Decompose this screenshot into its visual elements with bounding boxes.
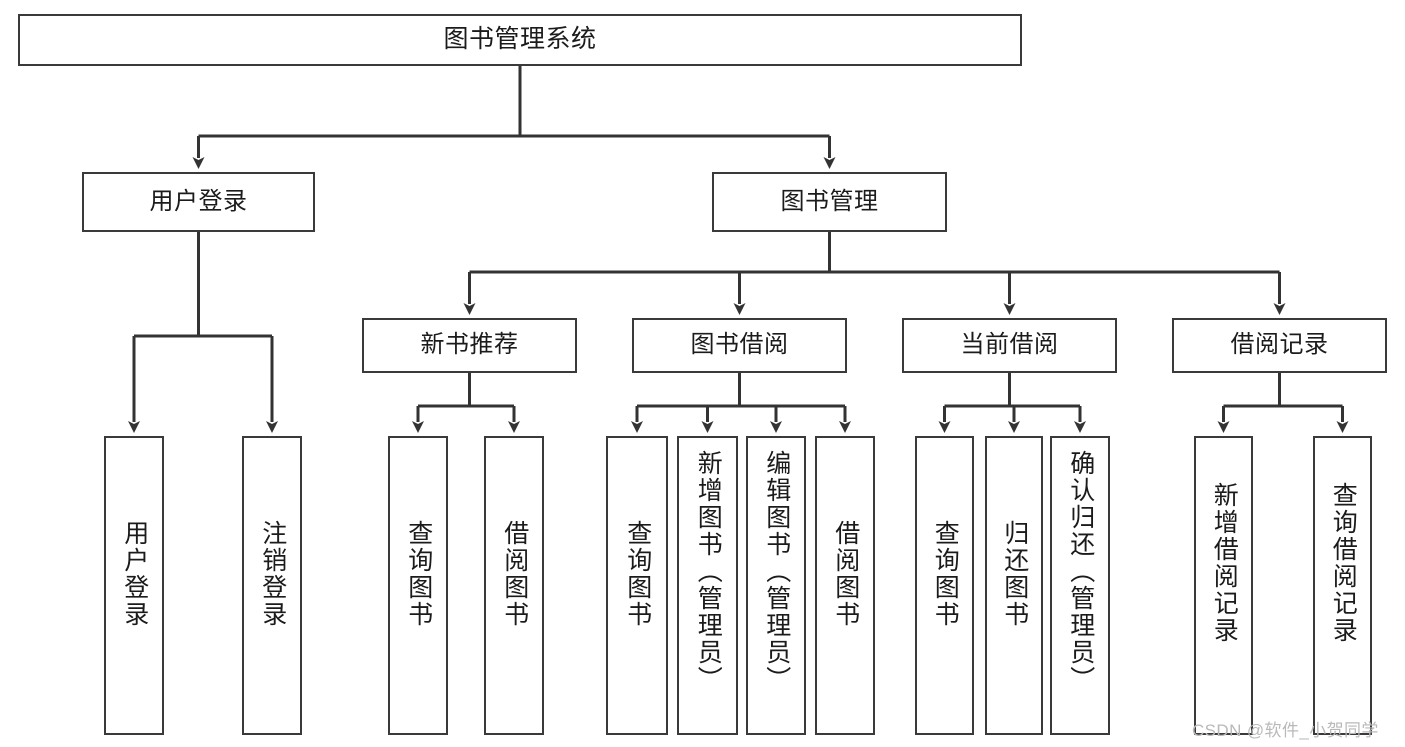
node-leaf-query-book-1: 查询图书 [388, 436, 448, 735]
node-book-borrow: 图书借阅 [632, 318, 847, 373]
node-leaf-query-book-2: 查询图书 [606, 436, 668, 735]
node-leaf-return-book: 归还图书 [985, 436, 1043, 735]
node-leaf-borrow-book-2: 借阅图书 [815, 436, 875, 735]
node-label: 查询图书 [623, 520, 652, 628]
node-label: 归还图书 [1000, 520, 1029, 628]
node-leaf-add-book: 新增图书（管理员） [677, 436, 738, 735]
node-new-book-rec: 新书推荐 [362, 318, 577, 373]
node-label: 注销登录 [258, 520, 287, 628]
node-root: 图书管理系统 [18, 14, 1022, 66]
node-label: 新增图书（管理员） [694, 450, 723, 693]
node-label: 编辑图书（管理员） [762, 450, 791, 693]
csdn-watermark: CSDN @软件_小贺同学 [1192, 721, 1379, 740]
node-label: 用户登录 [149, 187, 248, 215]
node-label: 确认归还（管理员） [1066, 450, 1095, 693]
node-label: 借阅记录 [1230, 331, 1329, 359]
node-leaf-borrow-book-1: 借阅图书 [484, 436, 544, 735]
node-label: 用户登录 [120, 520, 149, 628]
node-label: 查询借阅记录 [1329, 482, 1358, 644]
node-label: 当前借阅 [960, 331, 1059, 359]
node-borrow-record: 借阅记录 [1172, 318, 1387, 373]
node-leaf-add-record: 新增借阅记录 [1194, 436, 1253, 735]
node-label: 新增借阅记录 [1210, 482, 1239, 644]
node-leaf-edit-book: 编辑图书（管理员） [746, 436, 806, 735]
node-leaf-query-book-3: 查询图书 [915, 436, 974, 735]
node-label: 图书管理系统 [443, 25, 597, 54]
node-label: 查询图书 [404, 520, 433, 628]
node-label: 查询图书 [931, 520, 960, 628]
node-label: 图书借阅 [690, 331, 789, 359]
node-leaf-query-record: 查询借阅记录 [1313, 436, 1372, 735]
node-current-borrow: 当前借阅 [902, 318, 1117, 373]
node-leaf-user-logout: 注销登录 [242, 436, 302, 735]
node-leaf-confirm-return: 确认归还（管理员） [1050, 436, 1110, 735]
node-user-login: 用户登录 [82, 172, 315, 232]
node-label: 借阅图书 [831, 520, 860, 628]
node-book-manage: 图书管理 [712, 172, 947, 232]
node-label: 图书管理 [780, 187, 879, 215]
node-label: 新书推荐 [420, 331, 519, 359]
node-leaf-user-login: 用户登录 [104, 436, 164, 735]
node-label: 借阅图书 [500, 520, 529, 628]
